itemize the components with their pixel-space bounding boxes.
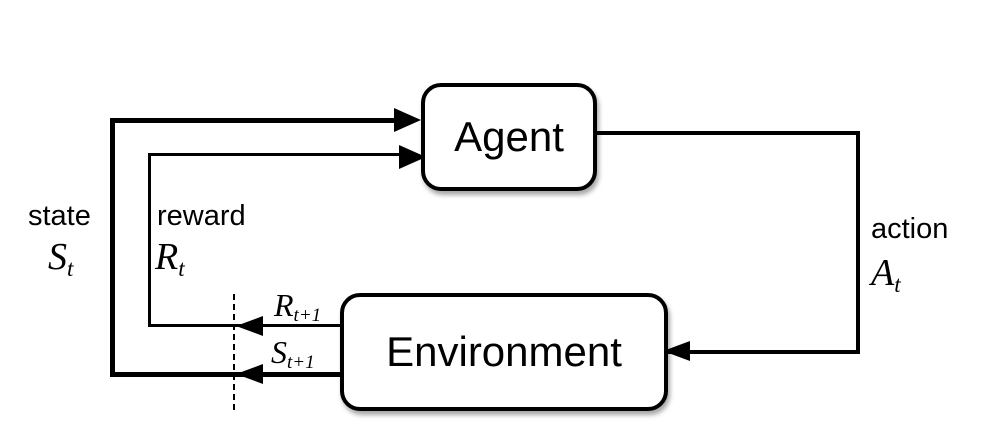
next-state-symbol: St+1 xyxy=(271,334,315,373)
state-label: state xyxy=(28,200,91,232)
agent-node-label: Agent xyxy=(454,113,564,160)
reward-symbol: Rt xyxy=(155,236,185,281)
state-line-vertical xyxy=(110,118,115,377)
action-line-into-environment xyxy=(666,350,860,354)
state-symbol: St xyxy=(48,236,74,281)
reward-label: reward xyxy=(157,200,246,232)
state-arrowhead-into-agent-icon xyxy=(394,108,421,132)
next-reward-symbol: Rt+1 xyxy=(274,287,322,326)
environment-node: Environment xyxy=(340,293,668,411)
state-line-into-agent xyxy=(110,118,398,123)
action-arrowhead-into-environment-icon xyxy=(663,341,690,361)
time-step-boundary-dashed-line xyxy=(233,294,235,410)
agent-node: Agent xyxy=(421,83,597,191)
action-symbol: At xyxy=(871,252,901,297)
environment-node-label: Environment xyxy=(386,328,622,375)
next-reward-arrowhead-icon xyxy=(236,316,263,336)
next-state-arrowhead-icon xyxy=(236,364,263,384)
reward-line-into-agent xyxy=(148,153,402,156)
reward-line-vertical xyxy=(148,153,151,327)
state-line-from-environment xyxy=(110,372,342,377)
action-label: action xyxy=(871,213,949,245)
action-line-from-agent xyxy=(589,131,860,135)
action-line-vertical xyxy=(856,131,860,354)
